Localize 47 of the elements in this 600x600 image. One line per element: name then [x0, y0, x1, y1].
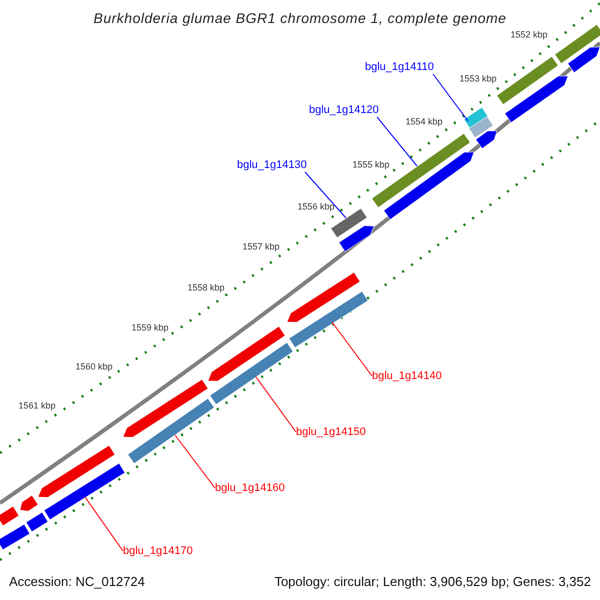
genome-info-text: Topology: circular; Length: 3,906,529 bp; Genes: 3,352	[274, 574, 591, 590]
gene-label: bglu_1g14150	[296, 425, 364, 439]
scale-label: 1557 kbp	[242, 242, 280, 252]
leader-line	[84, 496, 124, 552]
gene-block	[496, 56, 558, 105]
gene-feature	[38, 445, 116, 498]
gene-feature	[476, 130, 498, 149]
gene-feature	[504, 76, 568, 123]
gene-label: bglu_1g14110	[365, 60, 433, 74]
gene-block	[210, 342, 294, 405]
scale-label: 1561 kbp	[18, 400, 56, 412]
gene-block	[26, 512, 48, 532]
gene-block	[372, 133, 470, 208]
accession-text: Accession: NC_012724	[9, 574, 145, 590]
leader-line	[332, 322, 372, 376]
gene-label: bglu_1g14160	[215, 481, 283, 495]
gene-label: bglu_1g14130	[237, 158, 305, 172]
gene-block	[288, 291, 368, 348]
leader-line	[174, 434, 216, 488]
scale-label: 1560 kbp	[75, 362, 113, 372]
gene-block	[554, 24, 600, 64]
gene-feature	[568, 46, 600, 73]
leader-line	[256, 376, 296, 432]
gene-block	[0, 524, 30, 550]
gene-block	[0, 506, 20, 526]
scale-label: 1552 kbp	[510, 30, 548, 40]
scale-label: 1558 kbp	[187, 282, 225, 294]
gene-label: bglu_1g14140	[372, 369, 440, 383]
diagram-title: Burkholderia glumae BGR1 chromosome 1, complete genome	[92, 9, 508, 28]
scale-label: 1559 kbp	[131, 322, 169, 334]
gene-block	[44, 463, 126, 520]
leader-line	[304, 172, 346, 218]
scale-label: 1554 kbp	[405, 116, 443, 128]
gene-block	[468, 116, 494, 138]
scale-label: 1556 kbp	[297, 202, 335, 212]
scale-label: 1555 kbp	[352, 160, 390, 170]
gene-block	[128, 398, 214, 464]
leader-line	[376, 116, 418, 166]
gene-feature	[286, 272, 360, 323]
gene-label: bglu_1g14170	[123, 544, 191, 558]
gene-feature	[208, 326, 286, 382]
leader-line	[432, 74, 468, 122]
gene-label: bglu_1g14120	[309, 103, 377, 117]
gene-feature	[338, 226, 374, 252]
gene-feature	[122, 379, 208, 438]
gene-feature	[20, 495, 38, 512]
scale-label: 1553 kbp	[459, 74, 497, 84]
